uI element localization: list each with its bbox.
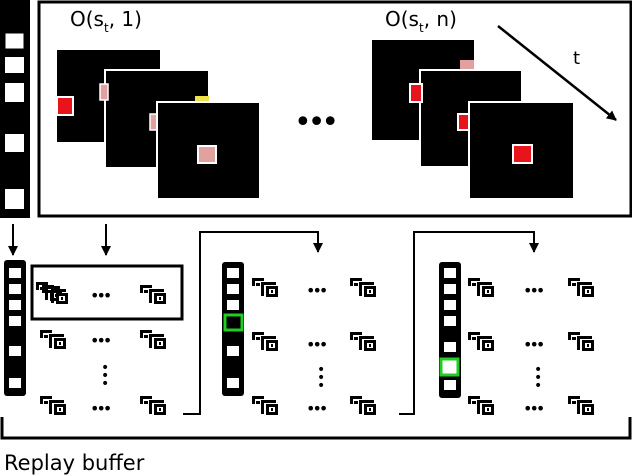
replay-buffer-label: Replay buffer [4, 451, 145, 475]
svg-text:O(st, 1): O(st, 1) [70, 7, 142, 35]
svg-text:•••: ••• [90, 399, 111, 418]
selected-state-slot-2 [439, 357, 460, 377]
svg-text:•••: ••• [306, 281, 327, 300]
svg-text:•••: ••• [90, 286, 111, 305]
frame-stack-last [372, 40, 575, 200]
svg-text:•: • [317, 370, 325, 386]
obs-label-first: O(st, 1) [70, 7, 142, 35]
svg-text:•••: ••• [523, 281, 544, 300]
svg-text:•: • [317, 362, 325, 378]
svg-text:•••: ••• [306, 399, 327, 418]
obs-label-last: O(st, n) [385, 7, 457, 35]
selected-state-slot [223, 313, 244, 332]
stack-ellipsis: ••• [294, 105, 335, 140]
svg-text:•••: ••• [90, 331, 111, 350]
state-strip-left [0, 0, 30, 218]
frame-stack-first [56, 50, 261, 200]
svg-text:•••: ••• [306, 335, 327, 354]
time-arrow [497, 25, 617, 121]
svg-text:•: • [534, 378, 542, 394]
time-label: t [573, 48, 580, 69]
replay-buffer-bracket [0, 417, 632, 440]
svg-text:•: • [101, 360, 109, 376]
svg-text:•: • [101, 368, 109, 384]
svg-text:•: • [317, 378, 325, 394]
svg-text:•: • [534, 362, 542, 378]
buffer-block-3: ••• ••• • • • ••• [439, 262, 594, 418]
svg-text:•: • [534, 370, 542, 386]
svg-text:•••: ••• [523, 399, 544, 418]
svg-text:•••: ••• [523, 335, 544, 354]
observations-panel: ••• O(st, 1) O(st, n) t [37, 0, 632, 218]
svg-text:•: • [101, 376, 109, 392]
svg-text:O(st, n): O(st, n) [385, 7, 457, 35]
connector-2-3 [399, 231, 539, 415]
buffer-block-1: ••• ••• • • • ••• [4, 260, 184, 418]
connector-1-2 [183, 231, 323, 415]
buffer-block-2: ••• ••• • • • ••• [222, 262, 376, 418]
